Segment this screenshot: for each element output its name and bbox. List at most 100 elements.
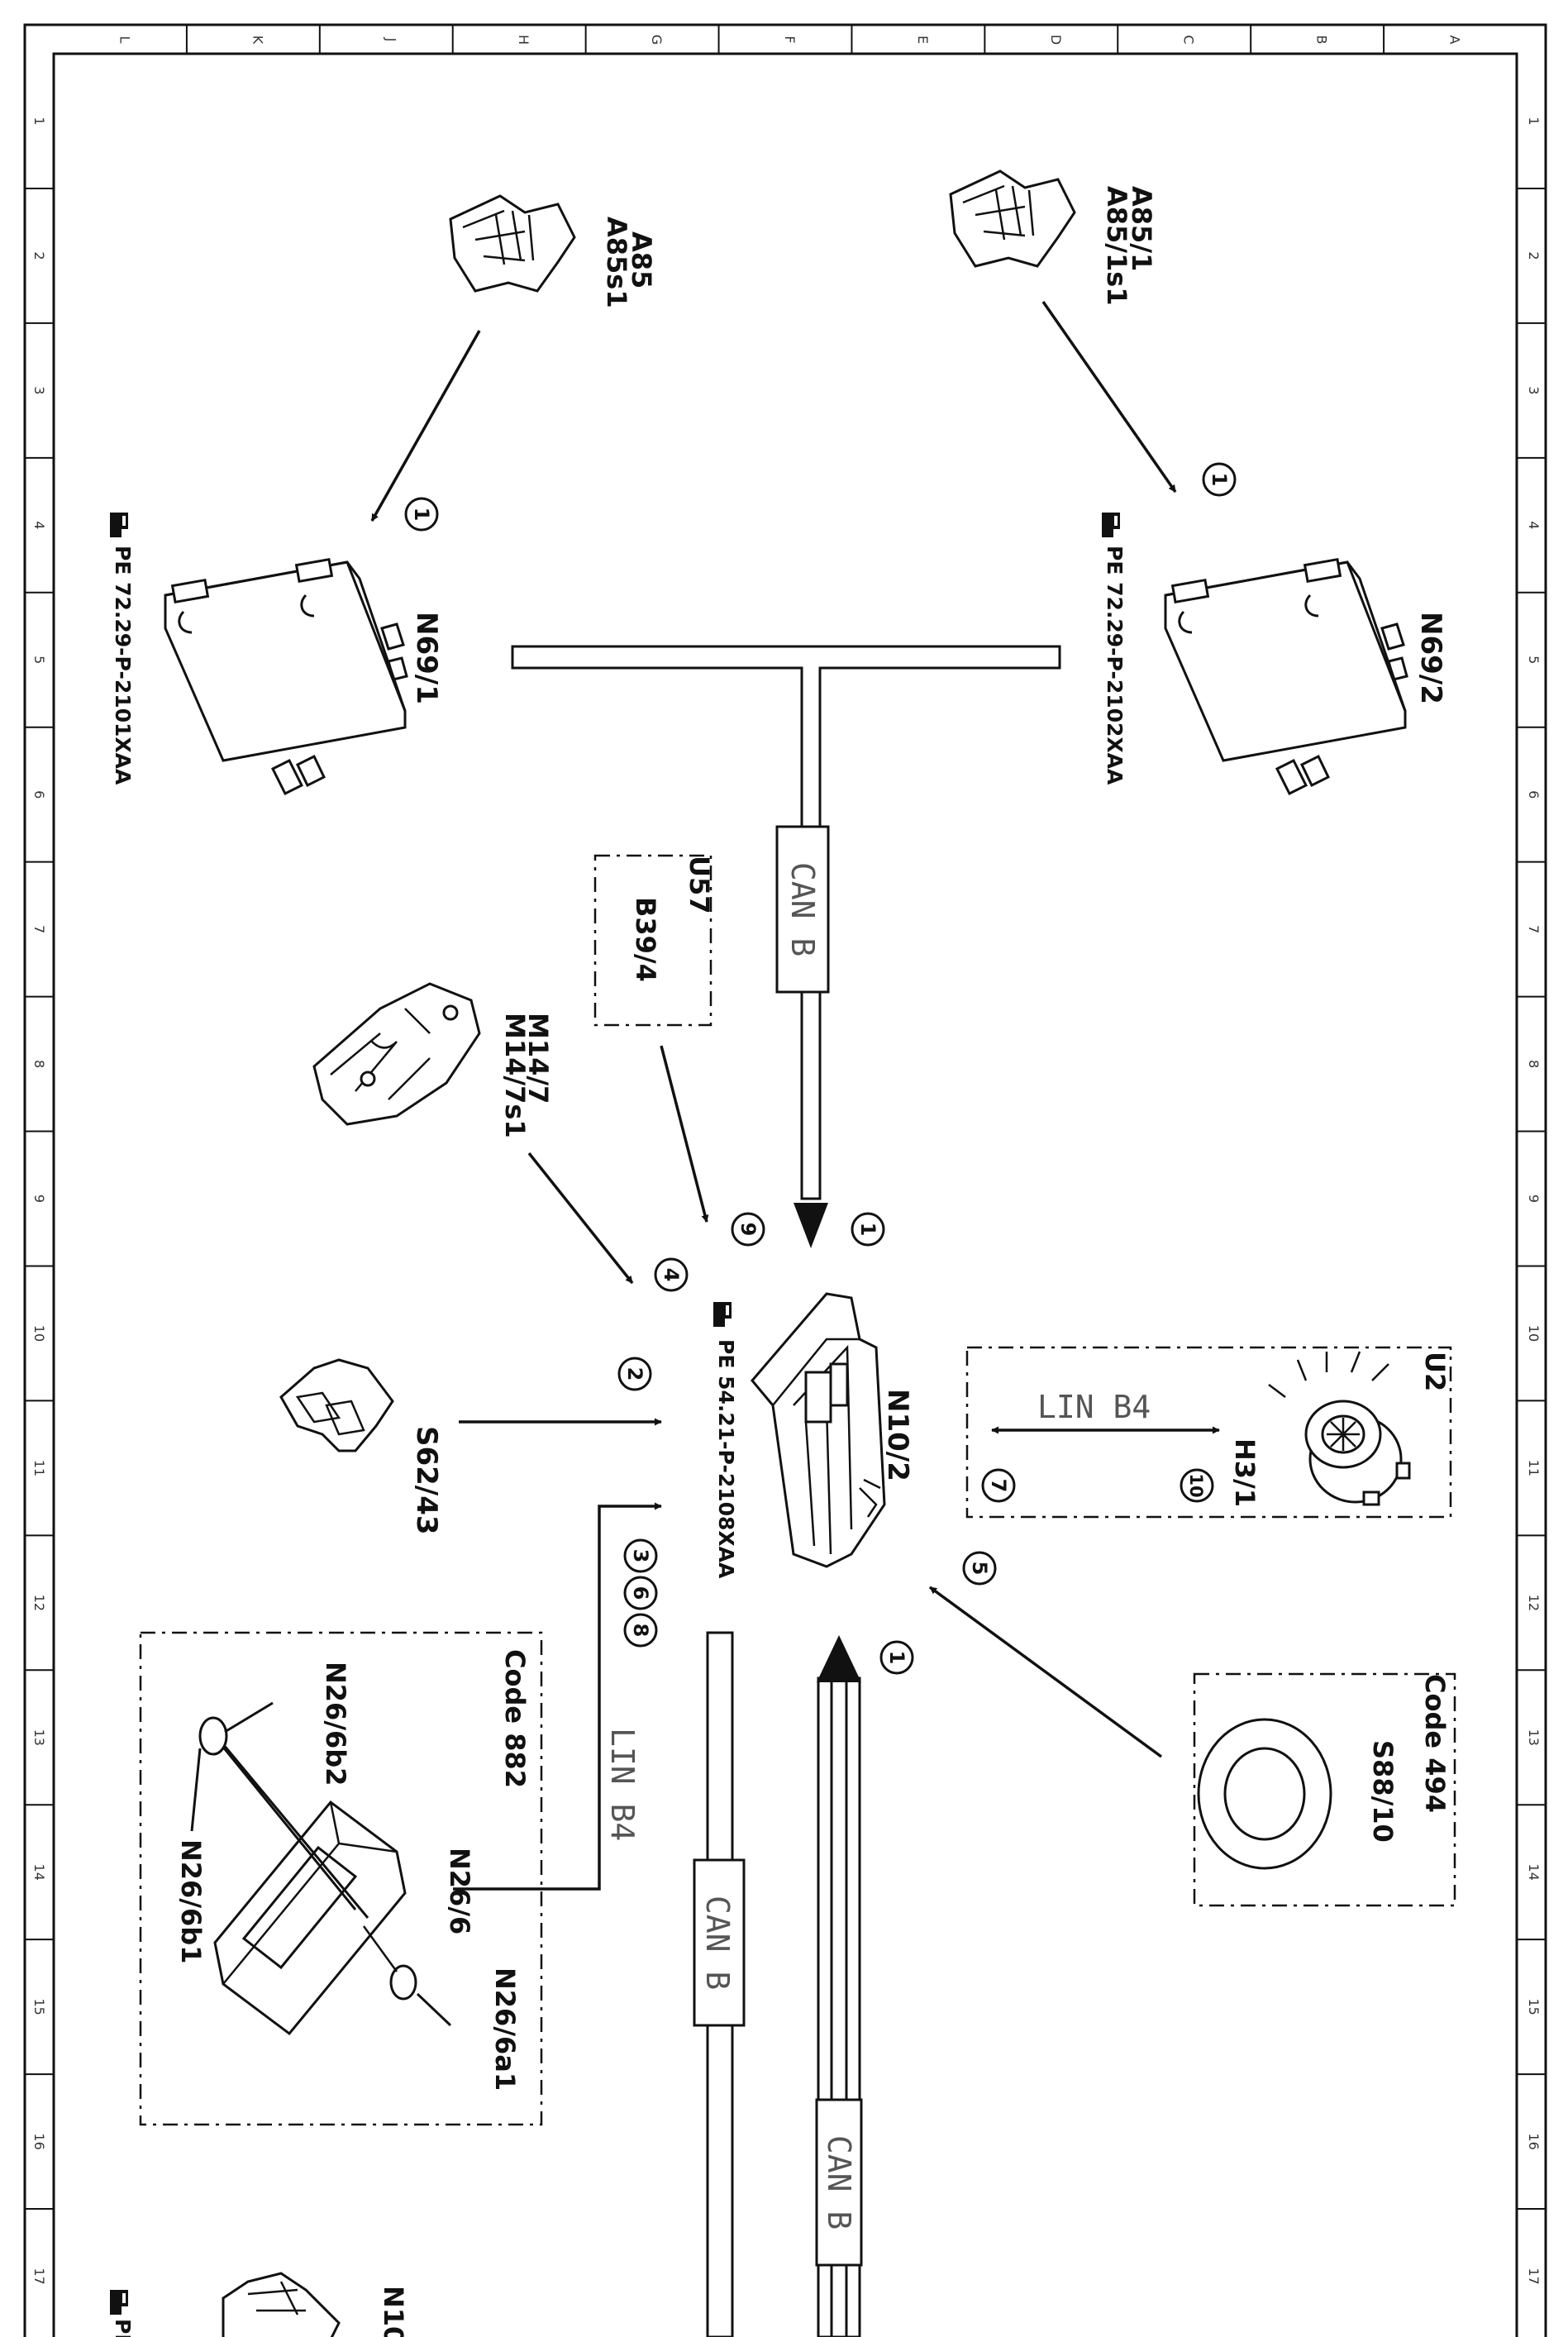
grid-row-label: 13 — [1526, 1729, 1542, 1746]
grid-row-label: 8 — [1526, 1060, 1542, 1068]
grid-row-label: 17 — [31, 2268, 47, 2284]
grid-row-label: 1 — [1526, 117, 1542, 125]
grid-column-label: F — [782, 36, 798, 43]
lin-b4-label-left: LIN B4 — [604, 1728, 641, 1841]
grid-column-label: G — [649, 35, 665, 45]
n10-2-pe-reference: PE 54.21-P-2108XAA — [714, 1339, 738, 1579]
grid-row-label: 2 — [1526, 251, 1542, 260]
grid-row-label: 6 — [31, 790, 47, 799]
u2-label: U2 — [1419, 1352, 1451, 1391]
grid-row-label: 11 — [1526, 1460, 1542, 1476]
svg-text:8: 8 — [629, 1624, 652, 1638]
a85-1s1-label: A85/1s1 — [1101, 186, 1132, 306]
code-882-box: Code 882 N26/6 N26/6b2 N26/6b1 N26/6a1 — [139, 1631, 543, 2126]
h3-1-label: H3/1 — [1229, 1438, 1261, 1507]
drawing-frame — [23, 23, 1547, 2337]
service-hand-icon — [713, 1302, 732, 1327]
grid-row-label: 16 — [1526, 2133, 1542, 2149]
pe-reference-partial: PE — [111, 2319, 135, 2337]
lin-b4-left-connection: LIN B4 — [453, 1502, 662, 1891]
grid-row-label: 12 — [1526, 1595, 1542, 1611]
grid-row-label: 15 — [31, 1998, 47, 2015]
callout-marker-5: 5 — [962, 1551, 997, 1586]
s62-43-switch: S62/43 — [279, 1358, 443, 1535]
grid-row-label: 4 — [1526, 521, 1542, 529]
code-494-box: Code 494 S88/10 — [1193, 1672, 1456, 1907]
svg-text:9: 9 — [736, 1223, 760, 1237]
svg-text:1: 1 — [1208, 473, 1231, 487]
callout-marker-9: 9 — [731, 1212, 765, 1247]
n69-1-module: N69/1 PE 72.29-P-2101XAA — [110, 513, 443, 796]
svg-text:1: 1 — [856, 1223, 879, 1237]
grid-row-label: 17 — [1526, 2268, 1542, 2284]
a85-1-label: A85/1 — [1126, 186, 1157, 271]
can-b-lower-right-bus: CAN B — [815, 1635, 863, 2337]
grid-row-label: 7 — [31, 925, 47, 933]
grid-column-label: D — [1048, 35, 1064, 45]
grid-row-label: 3 — [31, 386, 47, 394]
grid-row-label: 9 — [31, 1195, 47, 1203]
service-hand-icon — [1102, 513, 1120, 537]
svg-text:3: 3 — [629, 1549, 652, 1563]
grid-row-label: 14 — [31, 1864, 47, 1881]
can-b-label-top: CAN B — [784, 862, 821, 956]
grid-row-label: 2 — [31, 251, 47, 260]
n10-partial-module: N10/ PE — [110, 2272, 409, 2337]
svg-text:7: 7 — [987, 1479, 1010, 1493]
a85-label: A85 — [626, 231, 657, 289]
n10-2-module: N10/2 PE 54.21-P-2108XAA — [713, 1292, 914, 1579]
grid-row-label: 3 — [1526, 386, 1542, 394]
n69-2-pe-reference: PE 72.29-P-2102XAA — [1103, 546, 1127, 785]
grid-row-label: 10 — [1526, 1325, 1542, 1342]
grid-row-label: 1 — [31, 117, 47, 125]
u57-label: U57 — [684, 856, 715, 914]
u2-box: U2 H3/1 LIN B4 — [965, 1346, 1452, 1519]
m14-7-actuator: M14/7 M14/7s1 — [312, 982, 554, 1138]
callout-marker-2: 2 — [617, 1357, 652, 1391]
svg-text:1: 1 — [885, 1651, 908, 1665]
n69-2-label: N69/2 — [1414, 612, 1447, 704]
n10-partial-label: N10/ — [378, 2286, 409, 2337]
n26-6a1-label: N26/6a1 — [489, 1967, 521, 2091]
service-hand-icon — [110, 2290, 128, 2315]
svg-text:1: 1 — [410, 508, 433, 522]
callout-marker-10: 10 — [1180, 1468, 1214, 1503]
can-b-label-lower-left: CAN B — [699, 1896, 736, 1990]
n26-6-label: N26/6 — [444, 1848, 475, 1934]
grid-row-label: 9 — [1526, 1195, 1542, 1203]
grid-column-label: H — [516, 35, 531, 45]
grid-row-label: 13 — [31, 1729, 47, 1746]
callout-markers: 1 1 1 1 9 4 2 3 6 8 7 10 5 — [404, 462, 1237, 1675]
grid-row-label: 16 — [31, 2133, 47, 2149]
grid-row-label: 5 — [1526, 656, 1542, 664]
callout-marker-3: 3 — [623, 1538, 658, 1573]
n26-6b2-label: N26/6b2 — [320, 1662, 351, 1786]
m14-7s1-label: M14/7s1 — [499, 1013, 531, 1138]
can-b-lower-left-bus: CAN B — [693, 1631, 746, 2337]
n26-6b1-label: N26/6b1 — [175, 1839, 207, 1963]
grid-row-label: 14 — [1526, 1864, 1542, 1881]
s88-10-label: S88/10 — [1367, 1740, 1399, 1843]
n69-1-pe-reference: PE 72.29-P-2101XAA — [111, 546, 135, 785]
grid-column-label: B — [1314, 36, 1330, 45]
service-hand-icon — [110, 513, 128, 537]
callout-marker-1: 1 — [404, 497, 439, 532]
s62-43-label: S62/43 — [410, 1426, 443, 1535]
grid-column-label: L — [117, 36, 132, 44]
lin-b4-label-right: LIN B4 — [1037, 1389, 1151, 1425]
callout-marker-1: 1 — [879, 1640, 914, 1675]
callout-marker-1: 1 — [851, 1212, 885, 1247]
svg-text:6: 6 — [629, 1586, 652, 1600]
a85s1-label: A85s1 — [601, 217, 632, 308]
grid-row-label: 5 — [31, 656, 47, 664]
u57-box: U57 B39/4 — [593, 854, 715, 1027]
n10-2-label: N10/2 — [881, 1389, 914, 1481]
callout-marker-4: 4 — [654, 1257, 689, 1292]
callout-marker-6: 6 — [623, 1576, 658, 1610]
b39-4-label: B39/4 — [630, 897, 661, 982]
grid-row-label: 8 — [31, 1060, 47, 1068]
n69-1-label: N69/1 — [410, 612, 443, 704]
can-b-top-bus: CAN B — [511, 645, 1061, 1248]
grid-row-label: 7 — [1526, 925, 1542, 933]
